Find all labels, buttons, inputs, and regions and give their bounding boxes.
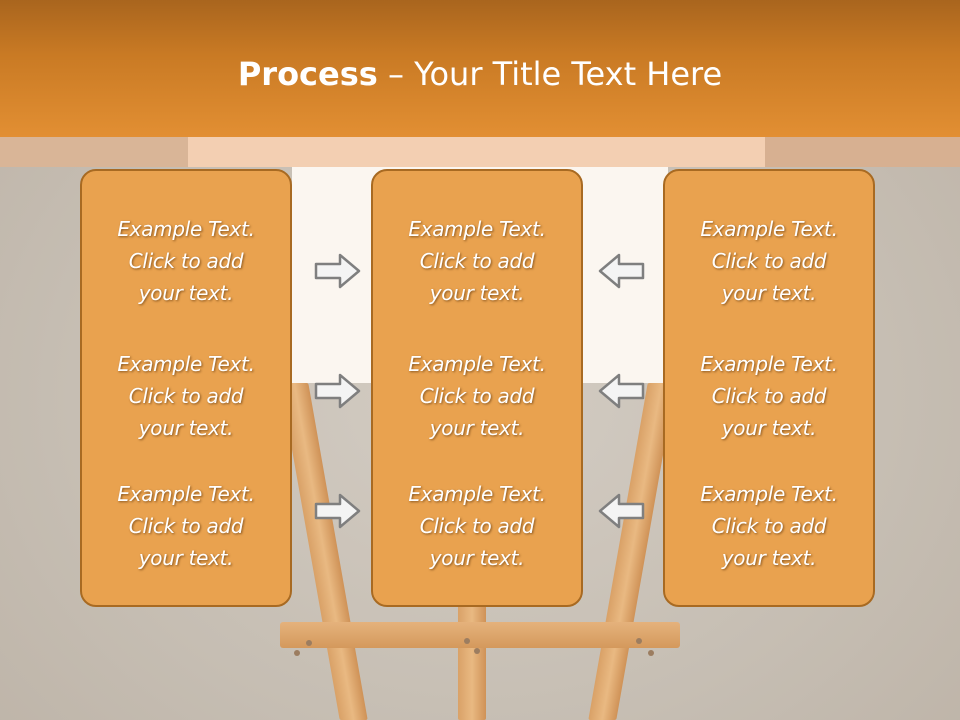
text-line: Click to add — [711, 249, 827, 273]
panel-text-block[interactable]: Example Text. Click to add your text. — [82, 478, 290, 574]
bolt-icon — [636, 638, 642, 644]
process-panel-right[interactable]: Example Text. Click to add your text. Ex… — [663, 169, 875, 607]
text-line: Example Text. — [700, 482, 838, 506]
text-line: your text. — [721, 281, 817, 305]
text-line: Example Text. — [408, 352, 546, 376]
bolt-icon — [464, 638, 470, 644]
easel-crossbar — [280, 622, 680, 648]
text-line: Click to add — [419, 249, 535, 273]
text-line: your text. — [138, 416, 234, 440]
panel-text-block[interactable]: Example Text. Click to add your text. — [665, 213, 873, 309]
title-rest: – Your Title Text Here — [377, 55, 723, 93]
process-panel-left[interactable]: Example Text. Click to add your text. Ex… — [80, 169, 292, 607]
left-arrow-icon[interactable] — [597, 492, 645, 530]
process-panel-center[interactable]: Example Text. Click to add your text. Ex… — [371, 169, 583, 607]
panel-text-block[interactable]: Example Text. Click to add your text. — [82, 213, 290, 309]
text-line: Example Text. — [117, 217, 255, 241]
slide-header — [0, 0, 960, 137]
title-bold: Process — [237, 55, 378, 93]
text-line: Click to add — [128, 514, 244, 538]
text-line: Click to add — [419, 384, 535, 408]
panel-text-block[interactable]: Example Text. Click to add your text. — [373, 348, 581, 444]
text-line: Example Text. — [700, 352, 838, 376]
text-line: Click to add — [419, 514, 535, 538]
bolt-icon — [306, 640, 312, 646]
right-arrow-icon[interactable] — [314, 372, 362, 410]
text-line: Click to add — [128, 249, 244, 273]
text-line: your text. — [138, 281, 234, 305]
text-line: your text. — [721, 546, 817, 570]
text-line: your text. — [721, 416, 817, 440]
text-line: Example Text. — [117, 482, 255, 506]
text-line: Click to add — [711, 514, 827, 538]
panel-text-block[interactable]: Example Text. Click to add your text. — [665, 478, 873, 574]
right-arrow-icon[interactable] — [314, 252, 362, 290]
panel-text-block[interactable]: Example Text. Click to add your text. — [82, 348, 290, 444]
text-line: Example Text. — [408, 217, 546, 241]
text-line: Example Text. — [117, 352, 255, 376]
slide-title[interactable]: Process – Your Title Text Here — [0, 52, 960, 96]
bolt-icon — [294, 650, 300, 656]
left-arrow-icon[interactable] — [597, 252, 645, 290]
panel-text-block[interactable]: Example Text. Click to add your text. — [373, 213, 581, 309]
text-line: Example Text. — [408, 482, 546, 506]
right-arrow-icon[interactable] — [314, 492, 362, 530]
text-line: Example Text. — [700, 217, 838, 241]
text-line: Click to add — [711, 384, 827, 408]
left-arrow-icon[interactable] — [597, 372, 645, 410]
text-line: Click to add — [128, 384, 244, 408]
text-line: your text. — [429, 416, 525, 440]
text-line: your text. — [138, 546, 234, 570]
panel-text-block[interactable]: Example Text. Click to add your text. — [373, 478, 581, 574]
text-line: your text. — [429, 546, 525, 570]
header-band — [0, 137, 960, 167]
panel-text-block[interactable]: Example Text. Click to add your text. — [665, 348, 873, 444]
bolt-icon — [474, 648, 480, 654]
bolt-icon — [648, 650, 654, 656]
text-line: your text. — [429, 281, 525, 305]
